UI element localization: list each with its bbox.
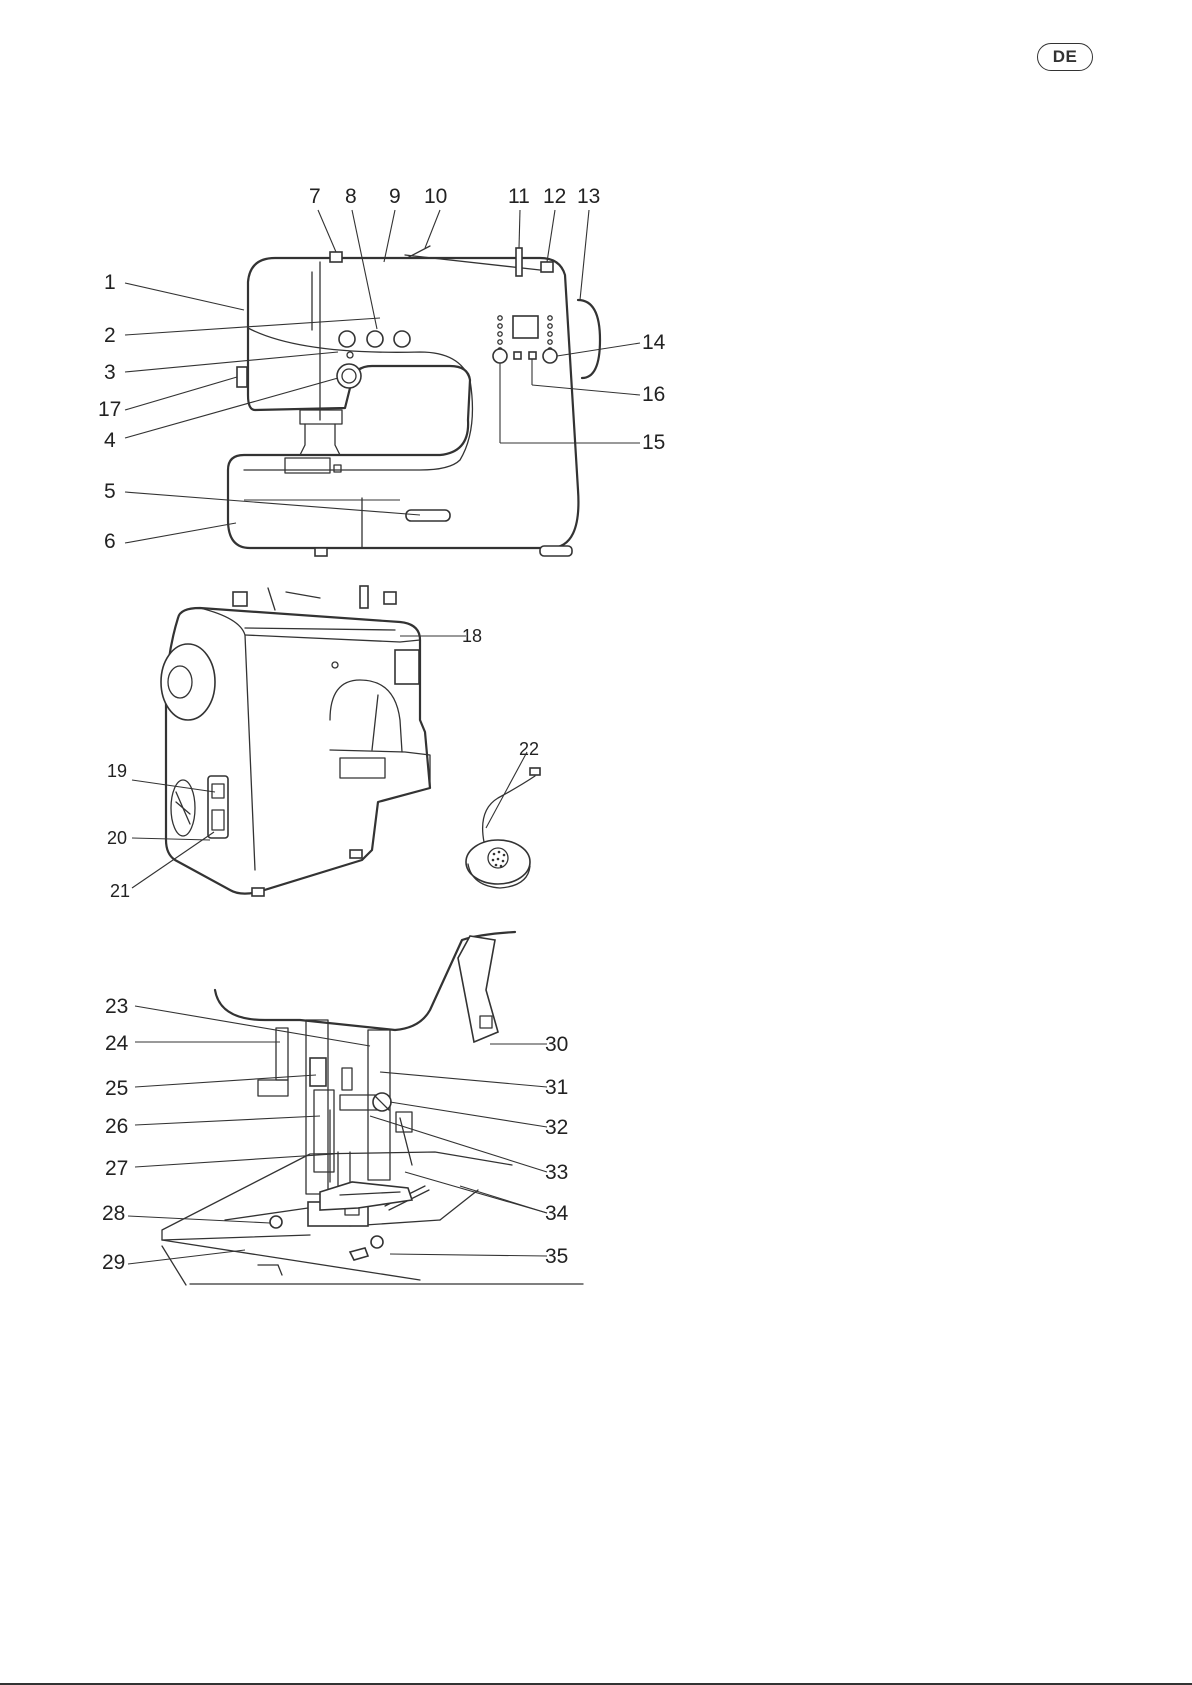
figure-needle-detail: 23 24 25 26 27 28 29 30 31 32 33 34 35 xyxy=(0,920,1192,1290)
callout-5: 5 xyxy=(104,481,116,502)
callout-3: 3 xyxy=(104,362,116,383)
callout-14: 14 xyxy=(642,332,665,353)
callout-13: 13 xyxy=(577,186,600,207)
callout-15: 15 xyxy=(642,432,665,453)
callout-20: 20 xyxy=(107,829,127,847)
sewing-machine-back-illustration xyxy=(0,580,1192,910)
callout-30: 30 xyxy=(545,1034,568,1055)
callout-24: 24 xyxy=(105,1033,128,1054)
callout-11: 11 xyxy=(508,186,530,207)
callout-21: 21 xyxy=(110,882,130,900)
callout-34: 34 xyxy=(545,1203,568,1224)
callout-1: 1 xyxy=(104,272,116,293)
callout-23: 23 xyxy=(105,996,128,1017)
figure-back-view: 18 19 20 21 22 xyxy=(0,580,1192,910)
callout-8: 8 xyxy=(345,186,357,207)
callout-16: 16 xyxy=(642,384,665,405)
callout-32: 32 xyxy=(545,1117,568,1138)
foot-pedal-illustration xyxy=(466,768,540,888)
led-column-right xyxy=(548,316,552,352)
callout-28: 28 xyxy=(102,1203,125,1224)
callout-22: 22 xyxy=(519,740,539,758)
callout-9: 9 xyxy=(389,186,401,207)
callout-18: 18 xyxy=(462,627,482,645)
callout-17: 17 xyxy=(98,399,121,420)
callout-25: 25 xyxy=(105,1078,128,1099)
callout-2: 2 xyxy=(104,325,116,346)
callout-29: 29 xyxy=(102,1252,125,1273)
figure-front-view: 1 2 3 4 5 6 7 8 9 10 11 12 13 14 15 16 1… xyxy=(0,0,1192,570)
callout-35: 35 xyxy=(545,1246,568,1267)
needle-area-illustration xyxy=(0,920,1192,1290)
callout-27: 27 xyxy=(105,1158,128,1179)
sewing-machine-front-illustration xyxy=(0,0,1192,570)
callout-33: 33 xyxy=(545,1162,568,1183)
callout-4: 4 xyxy=(104,430,116,451)
callout-7: 7 xyxy=(309,186,321,207)
callout-10: 10 xyxy=(424,186,447,207)
led-column-left xyxy=(498,316,502,352)
callout-19: 19 xyxy=(107,762,127,780)
callout-6: 6 xyxy=(104,531,116,552)
callout-26: 26 xyxy=(105,1116,128,1137)
callout-31: 31 xyxy=(545,1077,568,1098)
callout-12: 12 xyxy=(543,186,566,207)
